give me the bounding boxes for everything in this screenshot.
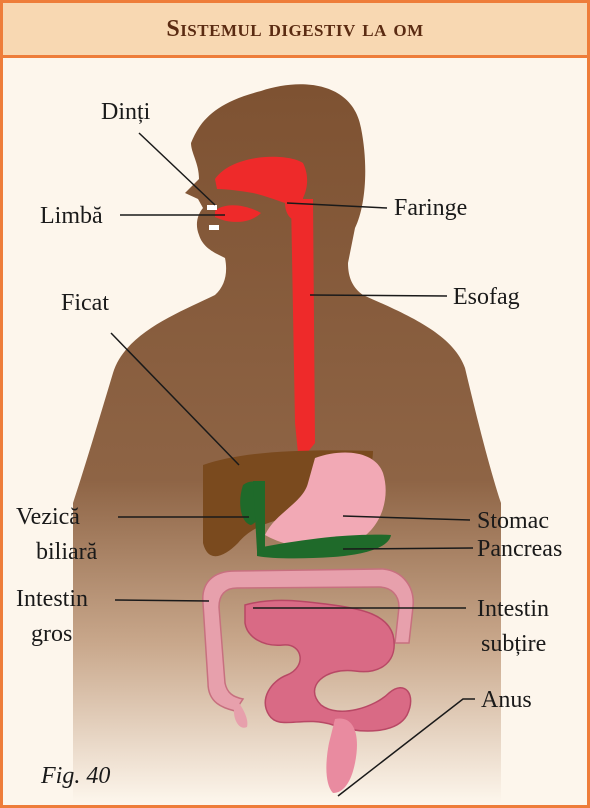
- lower-teeth: [209, 225, 219, 230]
- label-ficat: Ficat: [61, 290, 109, 317]
- label-esofag: Esofag: [453, 284, 520, 311]
- label-intestin-subtire-line2: subțire: [481, 631, 546, 658]
- leader-pancreas: [343, 548, 473, 549]
- label-vezica-line2: biliară: [36, 539, 97, 566]
- digestive-system-illustration: [3, 3, 587, 805]
- label-dinti: Dinți: [101, 99, 150, 126]
- leader-esofag: [310, 295, 447, 296]
- label-intestin-subtire-line1: Intestin: [477, 596, 549, 623]
- label-intestin-gros-line1: Intestin: [16, 586, 88, 613]
- upper-teeth: [207, 205, 217, 210]
- leader-intestin-gros: [115, 600, 209, 601]
- label-faringe: Faringe: [394, 195, 467, 222]
- label-anus: Anus: [481, 687, 532, 714]
- label-limba: Limbă: [40, 203, 103, 230]
- label-stomac: Stomac: [477, 508, 549, 535]
- figure-caption: Fig. 40: [41, 763, 110, 790]
- label-intestin-gros-line2: gros: [31, 621, 72, 648]
- label-pancreas: Pancreas: [477, 536, 562, 563]
- label-vezica-line1: Vezică: [16, 504, 80, 531]
